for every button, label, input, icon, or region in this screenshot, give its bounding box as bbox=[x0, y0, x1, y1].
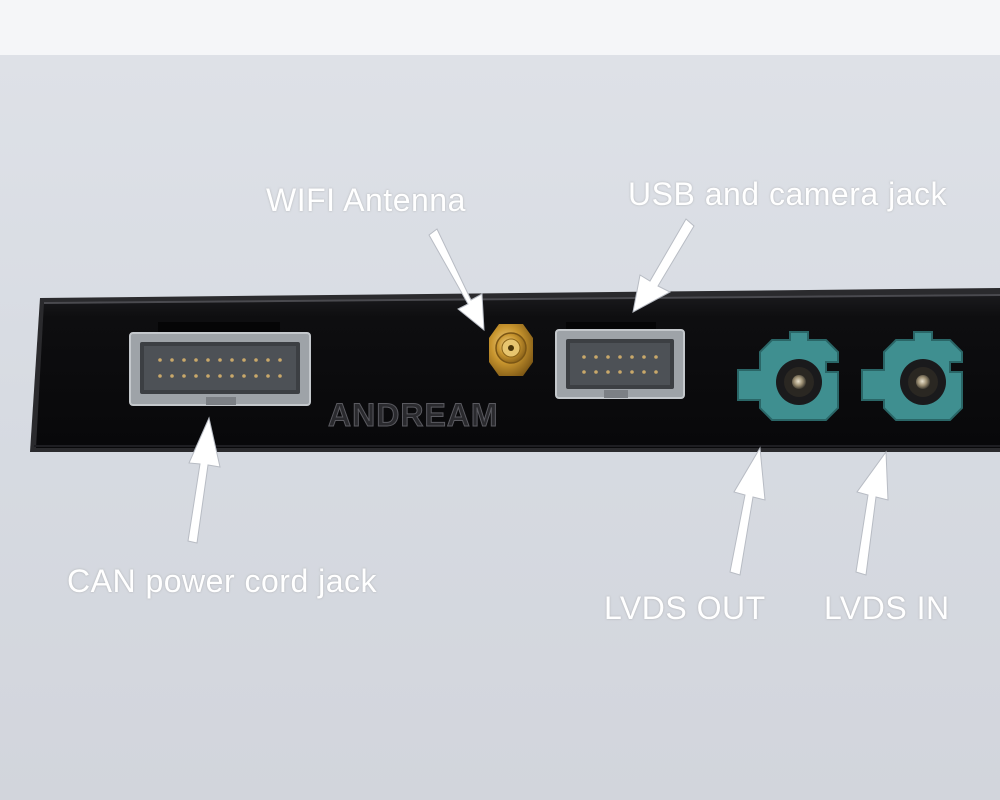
fakra-connector bbox=[861, 331, 963, 421]
can-connector bbox=[129, 322, 311, 406]
arrow-icon bbox=[187, 416, 221, 544]
can-power-cord-jack-label: CAN power cord jack bbox=[67, 563, 378, 599]
arrow-icon bbox=[855, 450, 889, 576]
arrow-icon bbox=[729, 446, 766, 576]
top-strip bbox=[0, 0, 1000, 55]
lvds-out-label: LVDS OUT bbox=[604, 590, 766, 626]
usb-camera-jack-label: USB and camera jack bbox=[628, 176, 947, 212]
fakra-connector bbox=[737, 331, 839, 421]
wifi-antenna-label: WIFI Antenna bbox=[266, 182, 466, 218]
sma-antenna-connector bbox=[489, 324, 533, 376]
arrow-icon bbox=[428, 228, 485, 332]
brand-logo: ANDREAM bbox=[328, 397, 499, 433]
usb-camera-connector bbox=[555, 322, 685, 399]
arrow-icon bbox=[632, 218, 695, 313]
lvds-in-label: LVDS IN bbox=[824, 590, 950, 626]
